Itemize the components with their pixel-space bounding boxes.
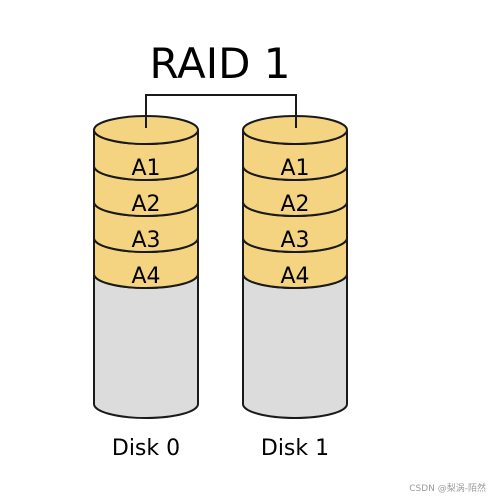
disk-0-block-a3-label: A3	[131, 228, 160, 253]
disk-1-label: Disk 1	[261, 436, 329, 461]
disk-1-block-a2-label: A2	[280, 192, 309, 217]
disk-1-block-a4-label: A4	[280, 264, 309, 289]
disk-1-free-space	[242, 273, 348, 419]
watermark: CSDN @梨涡-陌然	[409, 482, 486, 494]
diagram-title: RAID 1	[149, 39, 290, 88]
disk-0-block-a4-label: A4	[131, 264, 160, 289]
disk-1: A4 A3 A2 A1 Disk 1	[242, 95, 348, 461]
disk-0-free-space	[93, 273, 199, 419]
disk-0-block-a2-label: A2	[131, 192, 160, 217]
disk-0-label: Disk 0	[112, 436, 180, 461]
disk-1-block-a3-label: A3	[280, 228, 309, 253]
disk-1-block-a1-label: A1	[280, 156, 309, 181]
disk-0-block-a1-label: A1	[131, 156, 160, 181]
disk-0: A4 A3 A2 A1 Disk 0	[93, 95, 199, 461]
